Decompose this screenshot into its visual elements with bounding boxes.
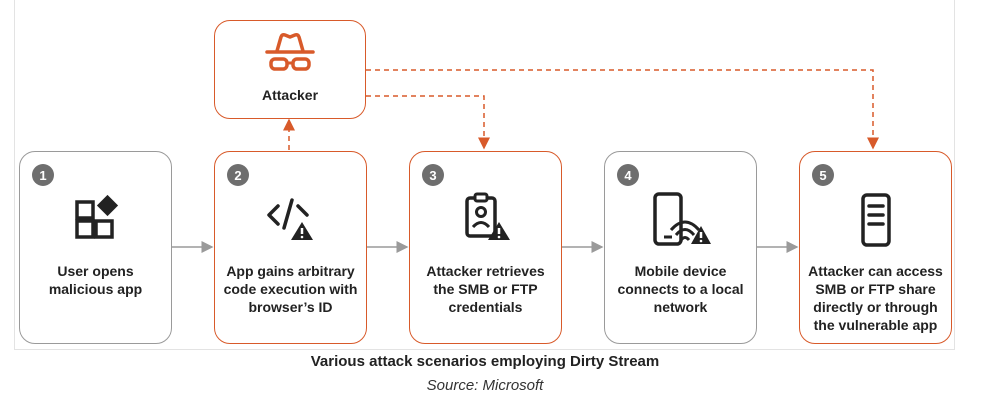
step-3-box: 3 Attacker retrieves the SMB or FTP cred… bbox=[409, 151, 562, 344]
spy-icon bbox=[263, 31, 317, 82]
step-number-badge: 5 bbox=[812, 164, 834, 186]
step-1-text: User opens malicious app bbox=[48, 263, 143, 297]
step-4-text: Mobile device connects to a local networ… bbox=[617, 263, 744, 315]
apps-icon bbox=[71, 192, 121, 247]
step-4-box: 4 Mobile device connects to a local netw… bbox=[604, 151, 757, 344]
step-number-badge: 4 bbox=[617, 164, 639, 186]
step-2-text: App gains arbitrary code execution with … bbox=[223, 263, 358, 315]
server-icon bbox=[856, 192, 896, 253]
attacker-box: Attacker bbox=[214, 20, 366, 119]
step-1-box: 1 User opens malicious app bbox=[19, 151, 172, 344]
credential-clipboard-icon bbox=[459, 192, 513, 249]
step-number-badge: 3 bbox=[422, 164, 444, 186]
figure-caption: Various attack scenarios employing Dirty… bbox=[310, 353, 660, 370]
mobile-wifi-warning-icon bbox=[649, 192, 713, 253]
attacker-label: Attacker bbox=[261, 87, 319, 103]
code-warning-icon bbox=[264, 192, 318, 247]
step-5-box: 5 Attacker can access SMB or FTP share d… bbox=[799, 151, 952, 344]
arrow-attacker-to-step5 bbox=[366, 69, 879, 150]
figure-source: Source: Microsoft bbox=[426, 377, 544, 394]
step-number-badge: 2 bbox=[227, 164, 249, 186]
step-5-text: Attacker can access SMB or FTP share dir… bbox=[808, 263, 943, 333]
step-3-text: Attacker retrieves the SMB or FTP creden… bbox=[426, 263, 545, 315]
arrow-attacker-to-step3 bbox=[355, 90, 490, 150]
step-2-box: 2 App gains arbitrary code execution wit… bbox=[214, 151, 367, 344]
step-number-badge: 1 bbox=[32, 164, 54, 186]
